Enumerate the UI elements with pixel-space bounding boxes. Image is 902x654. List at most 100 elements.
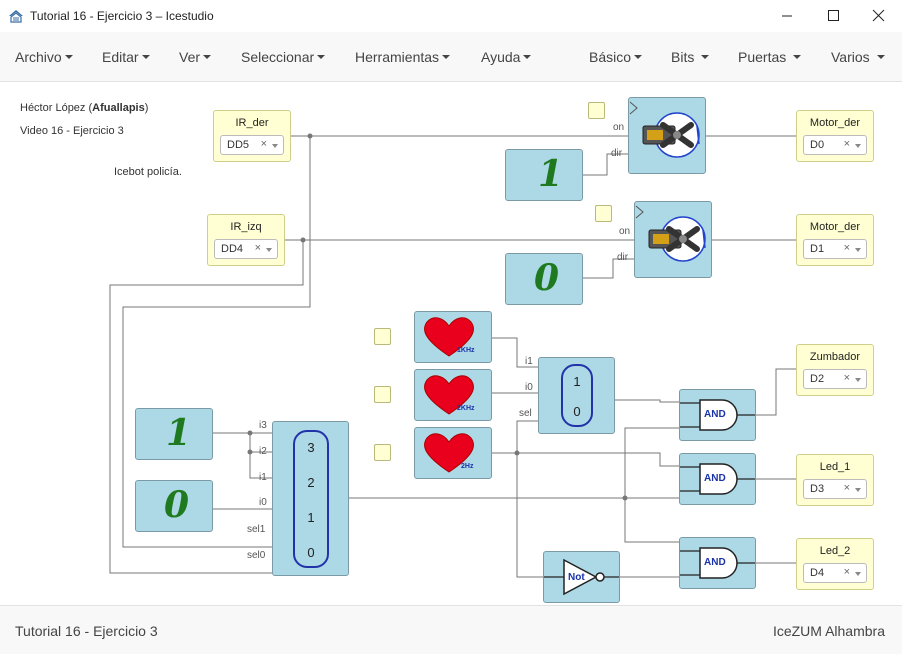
- clear-icon[interactable]: ×: [843, 482, 850, 494]
- mux-4-to-1-block[interactable]: 3 2 1 0 i3 i2 i1 i0 sel1 sel0: [247, 420, 349, 576]
- wire[interactable]: [492, 337, 538, 368]
- and-gate-block[interactable]: AND: [679, 389, 756, 441]
- servo-motor-icon: [629, 101, 700, 158]
- wire[interactable]: [756, 368, 797, 416]
- menu-bits[interactable]: Bits: [671, 49, 710, 65]
- clear-icon[interactable]: ×: [843, 138, 850, 150]
- clear-icon[interactable]: ×: [843, 242, 850, 254]
- and-gate-block[interactable]: AND: [679, 453, 756, 505]
- design-canvas[interactable]: Héctor López (Afuallapis) Video 16 - Eje…: [0, 82, 902, 605]
- pin-select[interactable]: D2 ×: [803, 369, 867, 389]
- dropdown-arrow-icon: [272, 144, 278, 148]
- menu-ayuda[interactable]: Ayuda: [481, 49, 532, 65]
- wire[interactable]: [583, 258, 634, 279]
- menu-editar[interactable]: Editar: [102, 49, 150, 65]
- servo-2-on-input[interactable]: [595, 205, 612, 222]
- menu-herramientas[interactable]: Herramientas: [355, 49, 451, 65]
- menu-varios[interactable]: Varios: [831, 49, 885, 65]
- output-led-1[interactable]: Led_1 D3 ×: [796, 454, 874, 506]
- clear-icon[interactable]: ×: [843, 566, 850, 578]
- pin-value: D3: [810, 483, 825, 495]
- menu-ver[interactable]: Ver: [179, 49, 212, 65]
- pin-value: D0: [810, 139, 825, 151]
- icestudio-logo-icon: [9, 10, 23, 23]
- output-motor-der-d1[interactable]: Motor_der D1 ×: [796, 214, 874, 266]
- menu-seleccionar-label: Seleccionar: [241, 49, 315, 65]
- caret-down-icon: [203, 55, 212, 60]
- input-ir-der[interactable]: IR_der DD5 ×: [213, 110, 291, 162]
- wire[interactable]: [624, 427, 680, 498]
- output-zumbador[interactable]: Zumbador D2 ×: [796, 344, 874, 396]
- clear-icon[interactable]: ×: [843, 372, 850, 384]
- menu-basico[interactable]: Básico: [589, 49, 643, 65]
- clear-icon[interactable]: ×: [260, 138, 267, 150]
- menu-seleccionar[interactable]: Seleccionar: [241, 49, 326, 65]
- menu-archivo[interactable]: Archivo: [15, 49, 73, 65]
- servo-block-2[interactable]: on dir: [617, 201, 712, 278]
- pin-select[interactable]: DD4 ×: [214, 239, 278, 259]
- servo-1-on-input[interactable]: [588, 102, 605, 119]
- heart-2khz-input[interactable]: [374, 386, 391, 403]
- constant-zero-block[interactable]: 0: [135, 480, 213, 532]
- status-board-name[interactable]: IceZUM Alhambra: [772, 623, 885, 639]
- port-i1-label: i1: [525, 356, 533, 367]
- pin-select[interactable]: DD5 ×: [220, 135, 284, 155]
- frequency-label: 2KHz: [457, 405, 475, 412]
- input-ir-izq[interactable]: IR_izq DD4 ×: [207, 214, 285, 266]
- minimize-button[interactable]: [764, 0, 810, 32]
- wire[interactable]: [624, 498, 680, 543]
- wire-junction: [247, 449, 253, 455]
- wire[interactable]: [122, 136, 311, 548]
- pin-select[interactable]: D1 ×: [803, 239, 867, 259]
- output-motor-der-d0[interactable]: Motor_der D0 ×: [796, 110, 874, 162]
- heart-1khz-input[interactable]: [374, 328, 391, 345]
- maximize-icon: [828, 10, 839, 21]
- menu-puertas[interactable]: Puertas: [738, 49, 802, 65]
- pin-select[interactable]: D4 ×: [803, 563, 867, 583]
- servo-block-1[interactable]: on dir: [611, 97, 706, 174]
- port-dir-label: dir: [617, 252, 629, 263]
- dropdown-arrow-icon: [266, 248, 272, 252]
- pin-name: IR_izq: [230, 221, 262, 233]
- mux-4-body: 3 2 1 0: [293, 430, 329, 568]
- heart-2hz-block[interactable]: 2Hz: [414, 427, 492, 479]
- wire[interactable]: [583, 153, 628, 176]
- heart-2khz-block[interactable]: 2KHz: [414, 369, 492, 421]
- heart-1khz-block[interactable]: 1KHz: [414, 311, 492, 363]
- wire[interactable]: [492, 452, 680, 467]
- pin-select[interactable]: D0 ×: [803, 135, 867, 155]
- and-gate-block[interactable]: AND: [679, 537, 756, 589]
- wire[interactable]: [614, 399, 680, 403]
- clear-icon[interactable]: ×: [254, 242, 261, 254]
- wire[interactable]: [109, 240, 304, 574]
- port-i2-label: i2: [259, 446, 267, 457]
- pin-select[interactable]: D3 ×: [803, 479, 867, 499]
- not-gate-icon: [544, 558, 619, 596]
- heart-2hz-input[interactable]: [374, 444, 391, 461]
- caret-down-icon: [876, 55, 885, 60]
- wire[interactable]: [249, 433, 272, 479]
- author-note: Héctor López (Afuallapis): [20, 102, 148, 114]
- port-sel-label: sel: [519, 408, 532, 419]
- wire[interactable]: [516, 453, 544, 578]
- output-led-2[interactable]: Led_2 D4 ×: [796, 538, 874, 590]
- minimize-icon: [782, 15, 792, 17]
- close-button[interactable]: [856, 0, 902, 32]
- caret-down-icon: [141, 55, 150, 60]
- wire-junction: [622, 495, 628, 501]
- menu-editar-label: Editar: [102, 49, 139, 65]
- window-title: Tutorial 16 - Ejercicio 3 – Icestudio: [30, 9, 214, 23]
- pin-value: DD5: [227, 139, 250, 151]
- maximize-button[interactable]: [810, 0, 856, 32]
- constant-zero-block[interactable]: 0: [505, 253, 583, 305]
- video-note: Video 16 - Ejercicio 3: [20, 125, 124, 137]
- dropdown-arrow-icon: [855, 248, 861, 252]
- menu-varios-label: Varios: [831, 49, 870, 65]
- wires: [109, 133, 797, 578]
- wire[interactable]: [516, 420, 538, 453]
- constant-one-block[interactable]: 1: [505, 149, 583, 201]
- mux-2-to-1-block[interactable]: 1 0 i1 i0 sel: [519, 356, 615, 434]
- dropdown-arrow-icon: [855, 144, 861, 148]
- not-gate-block[interactable]: Not: [543, 551, 620, 603]
- constant-one-block[interactable]: 1: [135, 408, 213, 460]
